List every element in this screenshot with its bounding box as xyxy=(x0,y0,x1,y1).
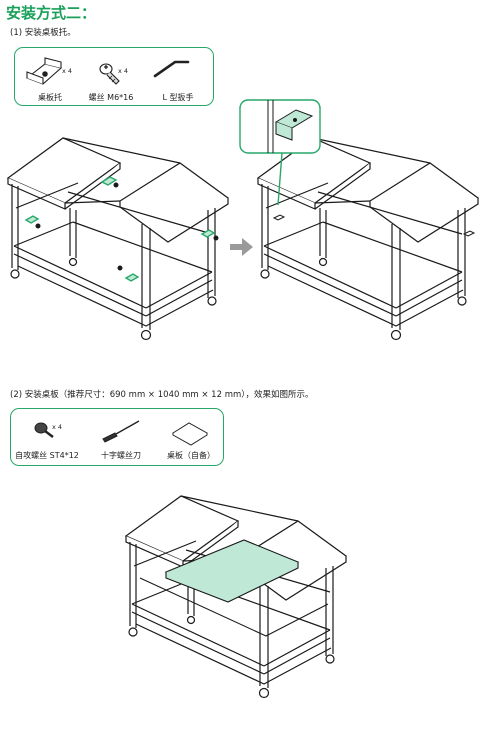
step-2-instruction: (2) 安装桌板（推荐尺寸：690 mm × 1040 mm × 12 mm），… xyxy=(10,390,314,400)
section-title: 安装方式二： xyxy=(6,4,97,22)
bolt-qty: x 4 xyxy=(118,67,129,75)
hex-key-label: L 型扳手 xyxy=(162,93,194,102)
bolt-label: 螺丝 M6*16 xyxy=(88,93,134,102)
bolt-icon xyxy=(99,63,120,85)
parts-box-step1: x 4 x 4 桌板托 螺丝 M6*16 L 型扳手 xyxy=(14,47,214,106)
frame-with-brackets-illustration xyxy=(7,137,229,341)
tray-bracket-label: 桌板托 xyxy=(38,93,62,102)
self-tapping-screw-icon xyxy=(34,422,54,438)
parts-box-step2: x 4 自攻螺丝 ST4*12 十字螺丝刀 桌板（自备） xyxy=(10,408,224,466)
screwdriver-icon xyxy=(102,420,140,443)
tray-bracket-qty: x 4 xyxy=(62,67,73,75)
arrow-right-icon xyxy=(230,238,253,256)
board-label: 桌板（自备） xyxy=(167,451,215,460)
board-icon xyxy=(172,422,208,446)
bracket-detail-callout xyxy=(239,99,321,206)
screw-label: 自攻螺丝 ST4*12 xyxy=(15,451,79,460)
frame-brackets-installed-illustration xyxy=(257,137,479,341)
tray-bracket-icon xyxy=(25,57,63,85)
screw-qty: x 4 xyxy=(52,423,63,431)
step-1-instruction: (1) 安装桌板托。 xyxy=(10,28,76,38)
hex-key-icon xyxy=(153,60,190,78)
screwdriver-label: 十字螺丝刀 xyxy=(101,451,141,460)
frame-with-board-illustration xyxy=(125,495,347,699)
